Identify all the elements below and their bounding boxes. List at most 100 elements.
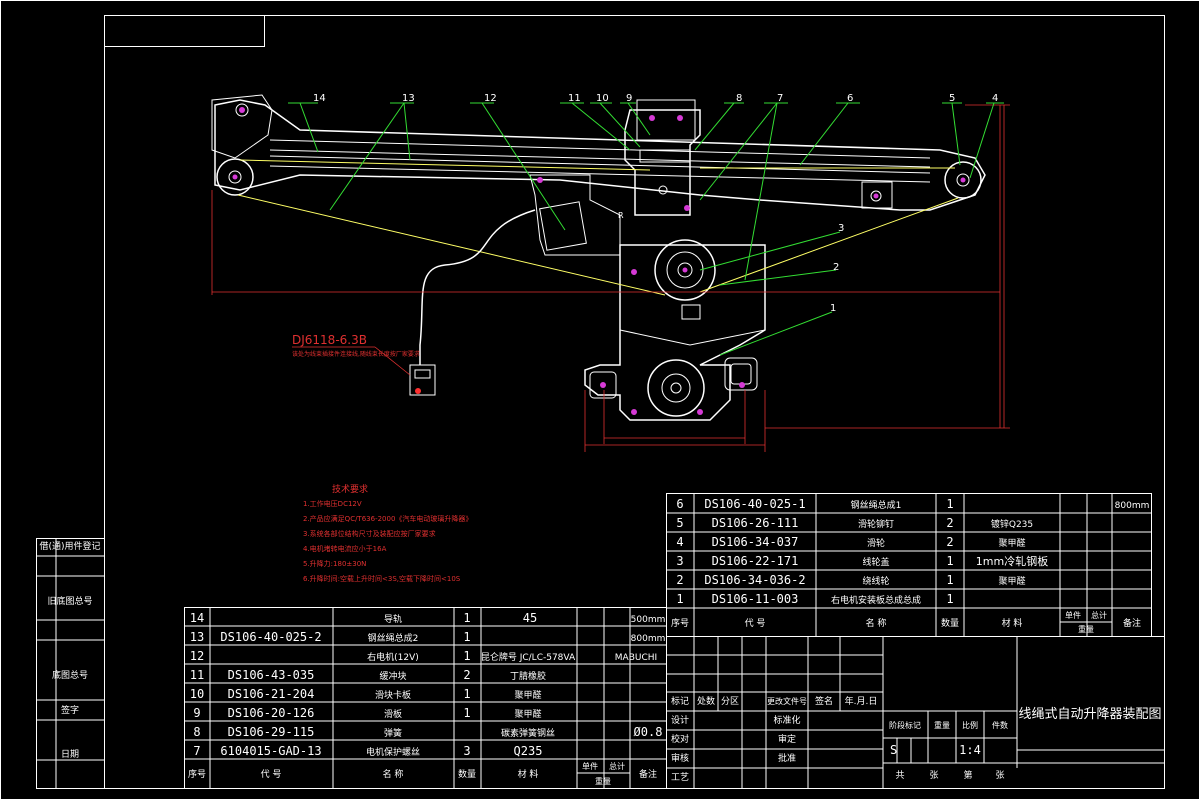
- bom-header: 序号: [188, 768, 206, 780]
- corner-code-box: [104, 15, 265, 47]
- bom-header: 总计: [1091, 610, 1107, 620]
- rev-header: 处数: [697, 695, 715, 707]
- cable-drum: [654, 239, 716, 301]
- cable-upper: [239, 159, 651, 171]
- left-sidebar: 借(通)用件登记 旧底图总号 底图总号 签字 日期: [36, 538, 105, 789]
- bom-cell: 聚甲醛: [998, 575, 1025, 587]
- bom-cell: 7: [193, 744, 200, 758]
- bom-cell: 1: [676, 592, 683, 606]
- tech-requirements: 技术要求 1.工作电压DC12V 2.产品应满足QC/T636-2000《汽车电…: [303, 483, 472, 583]
- sheet-label: 共: [895, 770, 904, 781]
- callout-8: 8: [736, 93, 742, 104]
- bom-cell: 导轨: [384, 613, 402, 625]
- cable-lower-left: [237, 194, 666, 296]
- callout-4: 4: [992, 93, 998, 104]
- tech-req-line: 1.工作电压DC12V: [303, 499, 362, 508]
- bom-cell: 1: [463, 706, 470, 720]
- regulator-assembly: [211, 94, 986, 421]
- bom-cell: 聚甲醛: [514, 689, 541, 701]
- bom-cell: 1: [463, 611, 470, 625]
- bom-header: 重量: [595, 776, 611, 786]
- tech-req-title: 技术要求: [332, 483, 368, 495]
- sign-row: 审核: [671, 752, 689, 764]
- bom-header: 备注: [639, 768, 657, 780]
- bom-cell: 6104015-GAD-13: [220, 744, 321, 758]
- rev-header: 签名: [815, 695, 833, 707]
- bom-cell: 聚甲醛: [514, 708, 541, 720]
- bom-cell: 2: [463, 668, 470, 682]
- connector-note: 该处为线束插接件连接线,随线束长度按厂家要求: [292, 350, 420, 358]
- callout-12: 12: [484, 93, 497, 104]
- bom-cell: 缓冲块: [379, 670, 406, 682]
- leader-lines: [288, 102, 1004, 356]
- connector-icon: [409, 364, 436, 396]
- bom-cell: 10: [190, 687, 204, 701]
- bom-cell: 1: [946, 554, 953, 568]
- bom-cell: 弹簧: [384, 727, 402, 739]
- callout-13: 13: [402, 93, 415, 104]
- bom-header: 单件: [1065, 610, 1081, 620]
- bom-cell: 丁腈橡胶: [510, 670, 546, 682]
- guide-rail: [214, 99, 986, 211]
- bom-cell: 滑块卡板: [375, 689, 411, 701]
- bom-table-left: 14 导轨 1 45 500mm 13 DS106-40-025-2 钢丝绳总成…: [184, 607, 667, 789]
- mounting-plate: [584, 244, 766, 421]
- bom-cell: 14: [190, 611, 204, 625]
- bom-header: 单件: [582, 761, 598, 771]
- left-end-bracket: [211, 94, 273, 159]
- sheet-label: 张: [929, 770, 938, 781]
- cable-lower-right: [699, 197, 959, 293]
- bom-cell: DS106-29-115: [228, 725, 315, 739]
- bom-header: 名 称: [383, 768, 404, 780]
- rev-header: 年.月.日: [845, 695, 878, 707]
- bom-cell: 碳素弹簧钢丝: [501, 727, 555, 739]
- bom-cell: DS106-40-025-2: [220, 630, 321, 644]
- bom-cell: 12: [190, 649, 204, 663]
- bom-cell: 2: [946, 516, 953, 530]
- callout-6: 6: [847, 93, 853, 104]
- bom-cell: DS106-21-204: [228, 687, 315, 701]
- bom-header: 序号: [671, 617, 689, 629]
- bom-cell: 800mm: [631, 634, 666, 644]
- drawing-title: 线绳式自动升降器装配图: [1018, 707, 1161, 722]
- connector-label: DJ6118-6.3B: [292, 333, 367, 347]
- bom-header: 重量: [1078, 624, 1094, 634]
- bom-cell: DS106-40-025-1: [704, 497, 805, 511]
- bom-cell: 1: [463, 687, 470, 701]
- bom-cell: 右电机(12V): [367, 651, 419, 663]
- callout-2: 2: [833, 262, 839, 273]
- sidebar-label: 日期: [61, 749, 79, 760]
- bom-header: 名 称: [866, 617, 887, 629]
- bom-cell: 45: [523, 611, 537, 625]
- bom-cell: 13: [190, 630, 204, 644]
- sign-col: 批准: [778, 752, 796, 764]
- sidebar-label: 旧底图总号: [47, 595, 92, 607]
- bom-cell: 11: [190, 668, 204, 682]
- bom-cell: 1: [946, 497, 953, 511]
- bom-cell: 钢丝绳总成1: [851, 499, 902, 511]
- sign-row: 校对: [671, 733, 689, 745]
- callout-3: 3: [838, 223, 844, 234]
- bom-header: 备注: [1123, 617, 1141, 629]
- stage-s: S: [890, 743, 897, 757]
- bom-cell: 线轮盖: [862, 556, 889, 568]
- bom-cell: 2: [946, 535, 953, 549]
- bom-cell: 6: [676, 497, 683, 511]
- rev-header: 分区: [721, 696, 739, 707]
- callout-10: 10: [596, 93, 609, 104]
- bom-header: 数量: [941, 617, 959, 629]
- bom-cell: 1: [463, 649, 470, 663]
- bom-table-right: 6 DS106-40-025-1 钢丝绳总成1 1 800mm 5 DS106-…: [666, 493, 1152, 637]
- bom-header: 总计: [609, 761, 625, 771]
- bom-cell: 800mm: [1115, 501, 1150, 511]
- bom-cell: 电机保护螺丝: [366, 746, 420, 758]
- sidebar-label: 签字: [61, 704, 79, 716]
- bom-cell: 绕线轮: [862, 575, 889, 587]
- bom-cell: DS106-26-111: [712, 516, 799, 530]
- sidebar-label: 借(通)用件登记: [39, 540, 100, 552]
- motor: [529, 174, 621, 256]
- bom-cell: MABUCHI: [615, 653, 657, 663]
- bom-cell: 镀锌Q235: [991, 518, 1033, 530]
- bom-cell: 聚甲醛: [998, 537, 1025, 549]
